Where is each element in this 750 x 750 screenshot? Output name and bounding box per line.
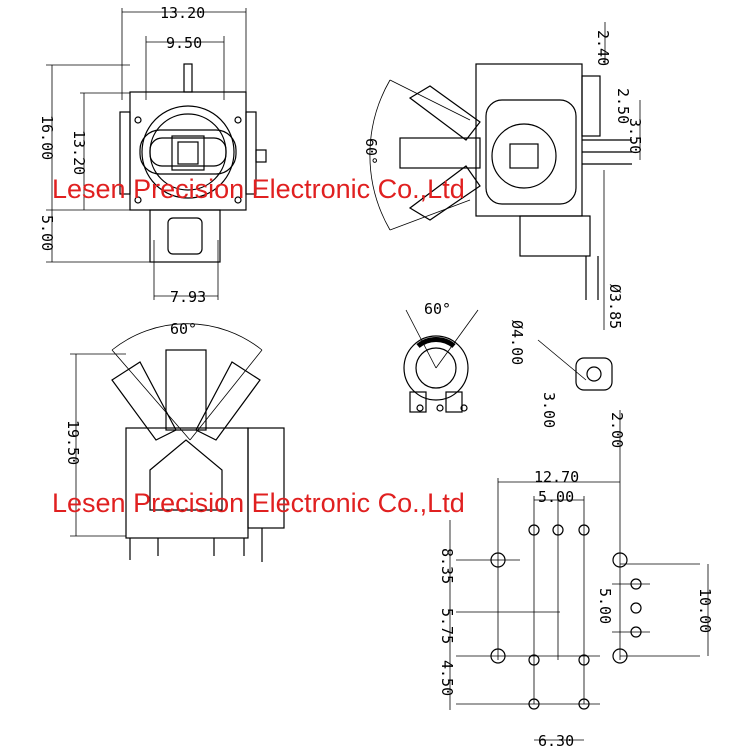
dim-top-offset: 2.40	[594, 30, 612, 66]
side-stick-center	[399, 137, 481, 169]
side-bottom-body	[519, 215, 591, 257]
top-stick-ring-outer	[141, 105, 235, 199]
pcb-pad	[630, 578, 642, 590]
angle-leg	[389, 199, 471, 231]
side-stick-upper	[408, 85, 481, 141]
angle-leg	[189, 349, 263, 441]
watermark-upper: Lesen Precision Electronic Co.,Ltd	[52, 174, 465, 204]
top-bottom-extension	[149, 209, 221, 263]
pcb-mount-pad	[490, 552, 506, 568]
top-body-tab-left	[119, 111, 131, 195]
mount-hole	[234, 116, 242, 124]
pcb-layout: 12.70 5.00 6.30 2.00 8.35 5.75 4.50 5.00…	[438, 410, 714, 750]
dim-bottom-width: 7.93	[170, 288, 206, 306]
mount-hole	[234, 196, 242, 204]
top-view: 13.20 9.50 7.93 16.00 13.20 5.00	[38, 4, 267, 306]
dim-angle: 60°	[424, 300, 451, 318]
top-stick-base	[139, 129, 237, 175]
front-stick-left	[111, 361, 177, 441]
mount-hole	[134, 116, 142, 124]
pcb-pad	[578, 654, 590, 666]
top-bottom-knob	[167, 217, 203, 255]
dim-span-left-a: 8.35	[438, 548, 456, 584]
dim-angle: 60°	[170, 320, 197, 338]
pcb-mount-pad	[612, 648, 628, 664]
detail-terminal-hole	[416, 404, 424, 412]
watermark-lower: Lesen Precision Electronic Co.,Ltd	[52, 488, 465, 518]
pcb-pad	[630, 626, 642, 638]
front-body-outline	[125, 427, 249, 539]
detail-terminal-hole	[460, 404, 468, 412]
dim-hole-dia: Ø4.00	[508, 320, 526, 365]
side-shaft-cap	[509, 143, 539, 169]
top-stick-inner	[149, 137, 227, 167]
side-body-inner	[485, 99, 577, 205]
detail-terminal	[409, 391, 427, 413]
dim-span-right-b: 10.00	[696, 588, 714, 633]
side-stick-lower	[408, 165, 481, 221]
angle-leg	[389, 79, 471, 121]
top-stick-cap	[171, 135, 205, 171]
side-pin-block	[581, 75, 601, 137]
dim-height-outer: 16.00	[38, 115, 56, 160]
dim-span-right-a: 5.00	[596, 588, 614, 624]
dim-shaft-dia: Ø3.85	[606, 284, 624, 329]
dim-span-left-c: 4.50	[438, 660, 456, 696]
pcb-pad	[552, 524, 564, 536]
detail-arc-marker	[416, 337, 456, 349]
top-stick-cap-inner	[177, 141, 199, 165]
dim-shaft-size: 3.00	[540, 392, 558, 428]
pcb-pad	[528, 654, 540, 666]
dim-height: 19.50	[64, 420, 82, 465]
dim-pitch-b: 5.00	[538, 488, 574, 506]
dim-pitch-a: 12.70	[534, 468, 579, 486]
angle-leg	[435, 309, 479, 369]
pcb-pad	[630, 602, 642, 614]
front-body-inner	[149, 439, 223, 511]
side-view: 60° 2.40 2.50 3.50 Ø3.85	[362, 22, 644, 330]
detail-shaft-hole	[586, 366, 602, 382]
front-stick-center	[165, 349, 207, 431]
side-shaft-ring	[491, 123, 557, 189]
dim-bottom-extension: 5.00	[38, 215, 56, 251]
dim-height-inner: 13.20	[70, 130, 88, 175]
dim-width-outer: 13.20	[160, 4, 205, 22]
dim-angle: 60°	[362, 138, 380, 165]
pcb-pad	[578, 524, 590, 536]
top-body-notch	[183, 63, 193, 93]
dim-right-b: 3.50	[626, 118, 644, 154]
pcb-pad	[528, 698, 540, 710]
dim-right-a: 2.50	[614, 88, 632, 124]
dim-offset-top: 2.00	[608, 412, 626, 448]
detail-terminal	[445, 391, 463, 413]
detail-view: 60° Ø4.00 3.00	[403, 300, 613, 428]
detail-ring-inner	[415, 347, 457, 389]
leader-line	[537, 339, 587, 381]
front-stick-right	[195, 361, 261, 441]
angle-leg	[405, 309, 437, 369]
front-view: 60° 19.50	[64, 320, 285, 562]
side-body-outline	[475, 63, 583, 217]
angle-leg	[111, 349, 191, 441]
detail-terminal-hole	[436, 404, 444, 412]
dim-span-left-b: 5.75	[438, 608, 456, 644]
detail-shaft-profile	[575, 357, 613, 391]
angle-arc	[111, 323, 263, 351]
angle-arc	[369, 79, 391, 231]
pcb-mount-pad	[612, 552, 628, 568]
pcb-pad	[528, 524, 540, 536]
mount-hole	[134, 196, 142, 204]
pcb-pad	[578, 698, 590, 710]
front-body-side	[247, 427, 285, 529]
pcb-mount-pad	[490, 648, 506, 664]
top-body-pin	[255, 149, 267, 163]
dim-width-inner: 9.50	[166, 34, 202, 52]
detail-ring-outer	[403, 335, 469, 401]
dim-bottom-width: 6.30	[538, 732, 574, 750]
